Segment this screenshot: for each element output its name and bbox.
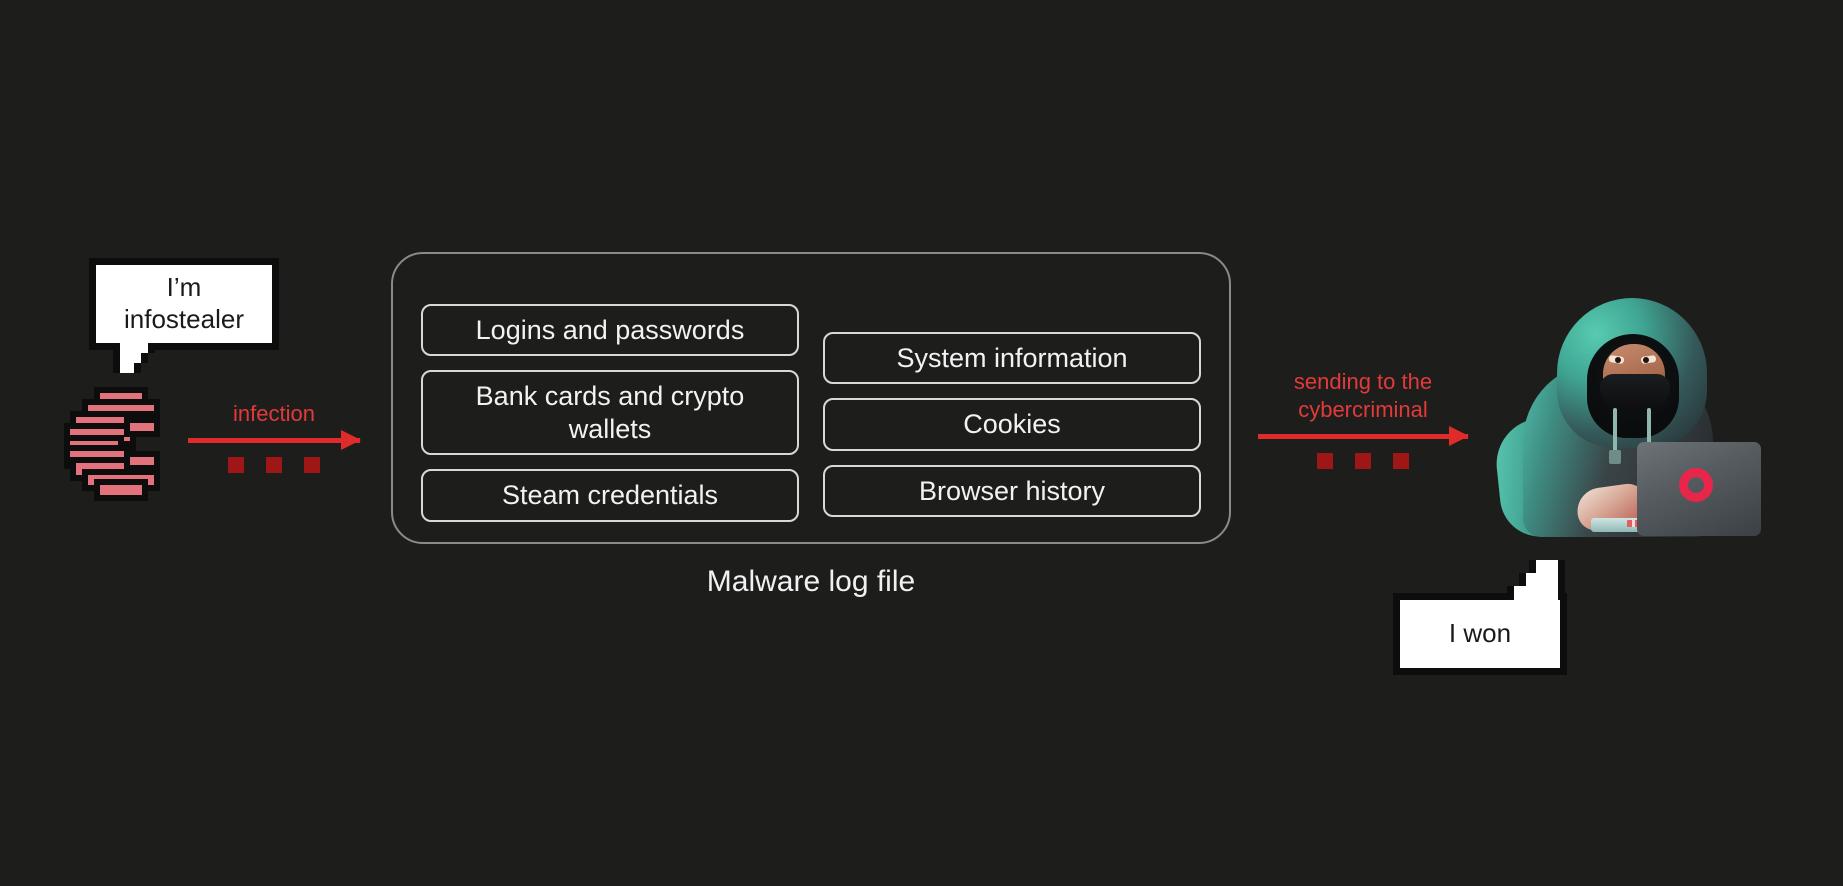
hacker-pupil-right — [1643, 357, 1649, 363]
infection-arrow-dots — [188, 457, 360, 474]
exfiltration-arrow-label: sending to the cybercriminal — [1293, 369, 1433, 423]
log-chip-system-information[interactable]: System information — [823, 332, 1201, 385]
log-chip-logins-passwords[interactable]: Logins and passwords — [421, 304, 799, 357]
log-column-right: System information Cookies Browser histo… — [823, 332, 1201, 518]
log-column-left: Logins and passwords Bank cards and cryp… — [421, 304, 799, 522]
malware-log-caption: Malware log file — [706, 565, 916, 598]
log-chip-cookies[interactable]: Cookies — [823, 398, 1201, 451]
hacker-face-mask — [1600, 374, 1670, 410]
log-chip-steam-credentials[interactable]: Steam credentials — [421, 469, 799, 522]
infection-arrow-line — [188, 430, 361, 451]
infection-arrow-label: infection — [233, 401, 315, 426]
infostealer-speech-bubble: I’m infostealer — [89, 258, 279, 350]
hacker-pupil-left — [1615, 357, 1621, 363]
infection-arrow-head — [341, 430, 361, 451]
hoodie-drawstring-right — [1647, 408, 1651, 456]
log-chip-browser-history[interactable]: Browser history — [823, 464, 1201, 518]
exfiltration-arrow: sending to the cybercriminal — [1258, 368, 1469, 470]
log-chip-bank-crypto[interactable]: Bank cards and crypto wallets — [421, 370, 799, 456]
hoodie-drawstring-left — [1613, 408, 1617, 456]
laptop-ring-logo-icon — [1679, 468, 1713, 502]
pacman-infostealer-icon — [70, 393, 172, 495]
cybercriminal-speech-text: I won — [1448, 618, 1512, 649]
exfiltration-arrow-dots — [1258, 453, 1468, 470]
infostealer-speech-text: I’m infostealer — [124, 272, 244, 334]
malware-log-card: Logins and passwords Bank cards and cryp… — [391, 252, 1231, 544]
cybercriminal-speech-bubble: I won — [1393, 593, 1567, 675]
hoodie-drawstring-tip — [1609, 450, 1621, 464]
hooded-hacker-with-laptop-icon — [1492, 290, 1765, 541]
exfiltration-arrow-line — [1258, 426, 1469, 447]
infection-arrow: infection — [188, 400, 361, 474]
exfiltration-arrow-head — [1449, 426, 1469, 447]
